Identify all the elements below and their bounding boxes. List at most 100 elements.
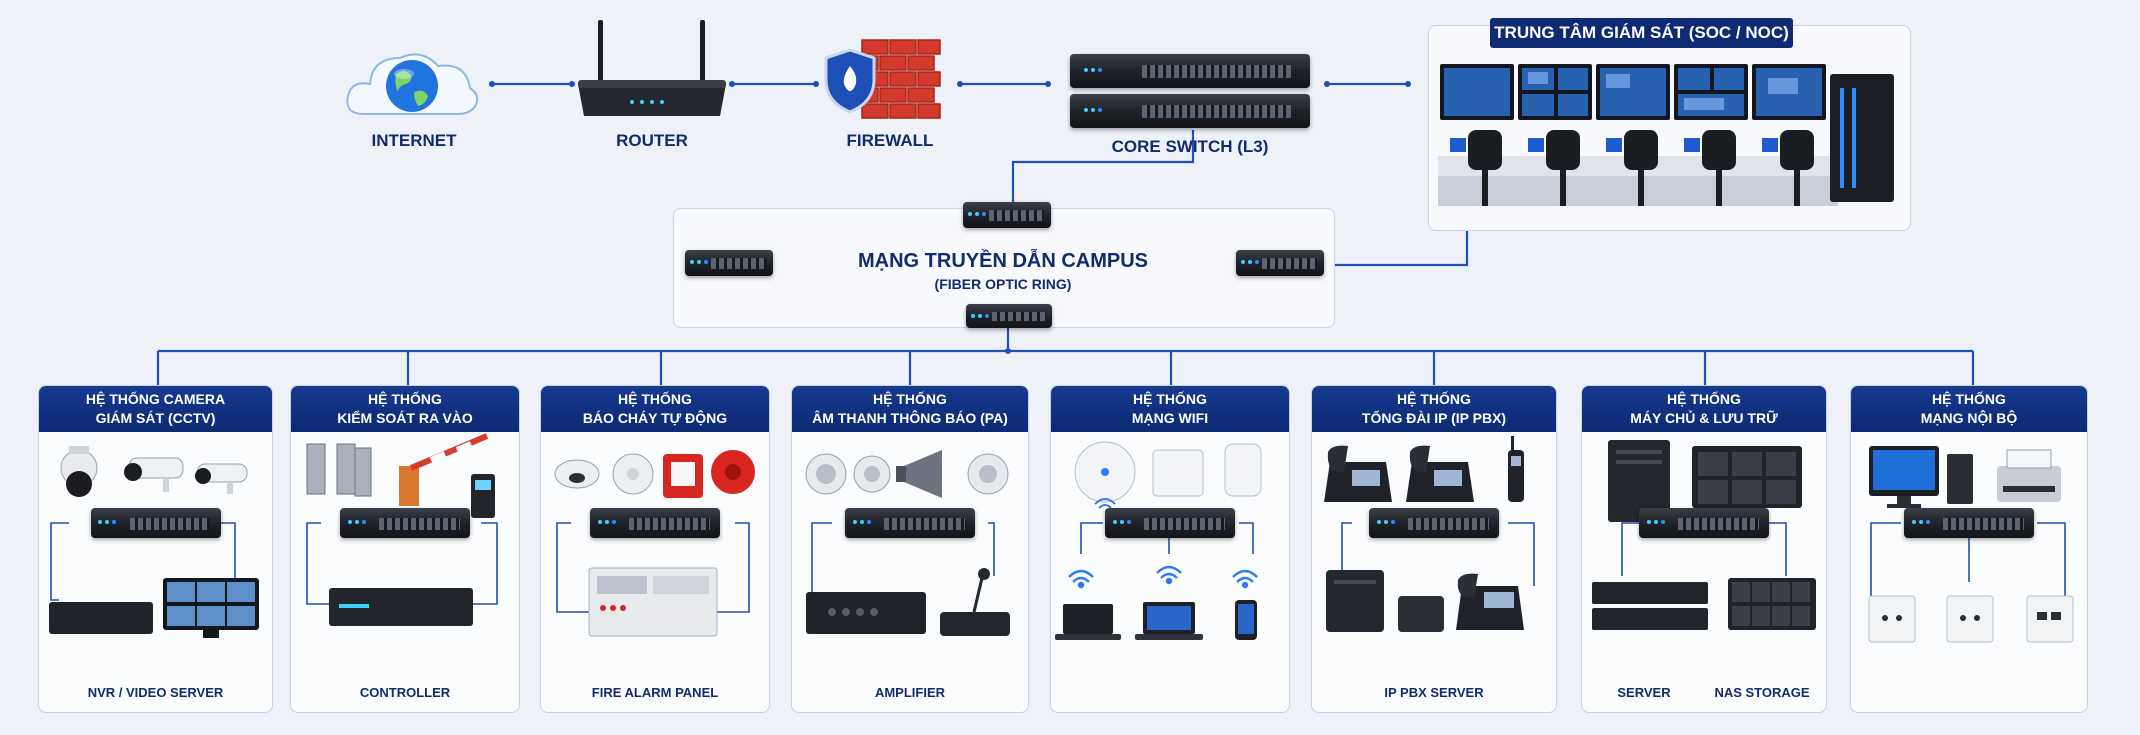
video-wall-icon — [1438, 64, 1894, 206]
speaker-icon — [853, 455, 891, 493]
wifi-icon — [1156, 565, 1182, 585]
panel-header: HỆ THỐNG MẠNG NỘI BỘ — [1851, 386, 2087, 432]
access-switch — [1904, 508, 2034, 538]
laptop-icon — [1135, 602, 1203, 640]
access-point-icon — [1224, 443, 1262, 497]
rack-server-icon — [1592, 582, 1708, 630]
panel-footer: CONTROLLER — [359, 685, 451, 700]
access-switch — [90, 508, 221, 538]
core-switch-label: CORE SWITCH (L3) — [1111, 137, 1269, 156]
amplifier-icon — [806, 592, 926, 634]
network-socket-icon — [2026, 595, 2074, 643]
ring-switch-right — [1236, 250, 1324, 276]
panel-title-line1: HỆ THỐNG — [368, 391, 442, 407]
barrier-gate-icon — [399, 433, 489, 506]
pc-icon — [1869, 446, 1973, 508]
horn-speaker-icon — [896, 450, 942, 498]
access-switch — [1369, 508, 1499, 538]
panel-footer: IP PBX SERVER — [1384, 685, 1484, 700]
panel-server-storage: HỆ THỐNG MÁY CHỦ & LƯU TRỮ SERVER NAS ST… — [1581, 385, 1827, 713]
camera-icon — [124, 457, 184, 492]
panel-header: HỆ THỐNG MÁY CHỦ & LƯU TRỮ — [1582, 386, 1826, 432]
ring-switch-top — [963, 202, 1051, 228]
panel-title-line2: TỔNG ĐÀI IP (IP PBX) — [1361, 410, 1507, 426]
ip-phone-icon — [1406, 445, 1474, 502]
panel-fire-alarm: HỆ THỐNG BÁO CHÁY TỰ ĐỘNG FIRE ALARM PAN… — [540, 385, 770, 713]
wifi-devices — [1055, 441, 1262, 640]
firewall-label: FIREWALL — [846, 131, 934, 150]
access-devices — [306, 433, 498, 626]
heat-detector-icon — [612, 453, 654, 495]
panel-title-line2: BÁO CHÁY TỰ ĐỘNG — [582, 410, 728, 426]
panel-header: HỆ THỐNG BÁO CHÁY TỰ ĐỘNG — [541, 386, 769, 432]
card-reader-icon — [471, 474, 495, 518]
ring-title: MẠNG TRUYỀN DẪN CAMPUS — [858, 250, 1148, 272]
panel-title-line1: HỆ THỐNG — [873, 391, 947, 407]
panel-footer-right: NAS STORAGE — [1714, 685, 1810, 700]
panel-header: HỆ THỐNG KIỂM SOÁT RA VÀO — [291, 386, 519, 432]
video-monitors-icon — [163, 578, 259, 638]
panel-cctv: HỆ THỐNG CAMERA GIÁM SÁT (CCTV) NVR / VI… — [38, 385, 273, 713]
wifi-icon — [1232, 569, 1258, 589]
panel-access-control: HỆ THỐNG KIỂM SOÁT RA VÀO CONTROLLER — [290, 385, 520, 713]
nas-storage-icon — [1728, 578, 1816, 630]
router-icon — [578, 20, 726, 116]
ip-phone-icon — [1324, 445, 1392, 502]
fire-alarm-panel-icon — [588, 567, 718, 637]
smartphone-icon — [1235, 600, 1257, 640]
panel-title-line2: GIÁM SÁT (CCTV) — [95, 410, 216, 426]
ring-switch-left — [685, 250, 773, 276]
wall-socket-icon — [1868, 595, 1916, 643]
ring-subtitle: (FIBER OPTIC RING) — [934, 276, 1072, 292]
pbx-devices — [1324, 436, 1535, 632]
panel-wifi: HỆ THỐNG MẠNG WIFI — [1050, 385, 1290, 713]
panel-title-line1: HỆ THỐNG — [1397, 391, 1471, 407]
manual-call-point-icon — [663, 454, 703, 498]
access-switch — [590, 508, 720, 538]
camera-icon — [60, 446, 98, 497]
cordless-phone-icon — [1508, 436, 1524, 502]
turnstile-icon — [306, 443, 372, 497]
access-point-icon — [1074, 441, 1136, 503]
panel-header: HỆ THỐNG MẠNG WIFI — [1051, 386, 1289, 432]
wifi-icon — [1068, 569, 1094, 589]
access-switch — [845, 508, 975, 538]
panel-title-line2: ÂM THANH THÔNG BÁO (PA) — [812, 410, 1008, 426]
camera-icon — [195, 463, 248, 494]
panel-title-line2: MẠNG WIFI — [1131, 410, 1209, 426]
microphone-icon — [940, 568, 1010, 636]
server-icon — [1326, 570, 1384, 632]
laptop-icon — [1055, 604, 1121, 640]
panel-title-line2: MÁY CHỦ & LƯU TRỮ — [1630, 410, 1778, 426]
ip-phone-icon — [1456, 573, 1524, 630]
access-switch — [1639, 508, 1769, 538]
speaker-icon — [805, 453, 847, 495]
ring-switch-bottom — [966, 304, 1052, 328]
panel-title-line1: HỆ THỐNG — [618, 391, 692, 407]
cctv-devices — [49, 446, 259, 638]
fire-devices — [554, 450, 755, 637]
panel-header: HỆ THỐNG CAMERA GIÁM SÁT (CCTV) — [39, 386, 272, 432]
panel-title-line1: HỆ THỐNG — [1667, 391, 1741, 407]
panel-title-line1: HỆ THỐNG — [1932, 391, 2006, 407]
speaker-icon — [967, 453, 1009, 495]
panel-header: HỆ THỐNG ÂM THANH THÔNG BÁO (PA) — [792, 386, 1028, 432]
storage-array-icon — [1692, 446, 1802, 508]
panel-pa: HỆ THỐNG ÂM THANH THÔNG BÁO (PA) AMPLIFI… — [791, 385, 1029, 713]
panel-ip-pbx: HỆ THỐNG TỔNG ĐÀI IP (IP PBX) IP PBX SER… — [1311, 385, 1557, 713]
wall-socket-icon — [1946, 595, 1994, 643]
panel-lan: HỆ THỐNG MẠNG NỘI BỘ — [1850, 385, 2088, 713]
firewall-shield-icon — [824, 39, 941, 119]
panel-title-line1: HỆ THỐNG — [1133, 391, 1207, 407]
panel-footer-left: SERVER — [1617, 685, 1671, 700]
server-devices — [1592, 440, 1816, 630]
soc-title: TRUNG TÂM GIÁM SÁT (SOC / NOC) — [1490, 18, 1793, 48]
lan-devices — [1868, 446, 2074, 643]
cloud-globe-icon — [346, 53, 479, 115]
panel-title-line2: KIỂM SOÁT RA VÀO — [337, 410, 473, 426]
panel-footer: NVR / VIDEO SERVER — [87, 685, 224, 700]
router-label: ROUTER — [616, 131, 688, 150]
core-switch-icon — [1070, 54, 1310, 88]
pa-devices — [805, 450, 1010, 636]
server-icon — [1608, 440, 1670, 522]
